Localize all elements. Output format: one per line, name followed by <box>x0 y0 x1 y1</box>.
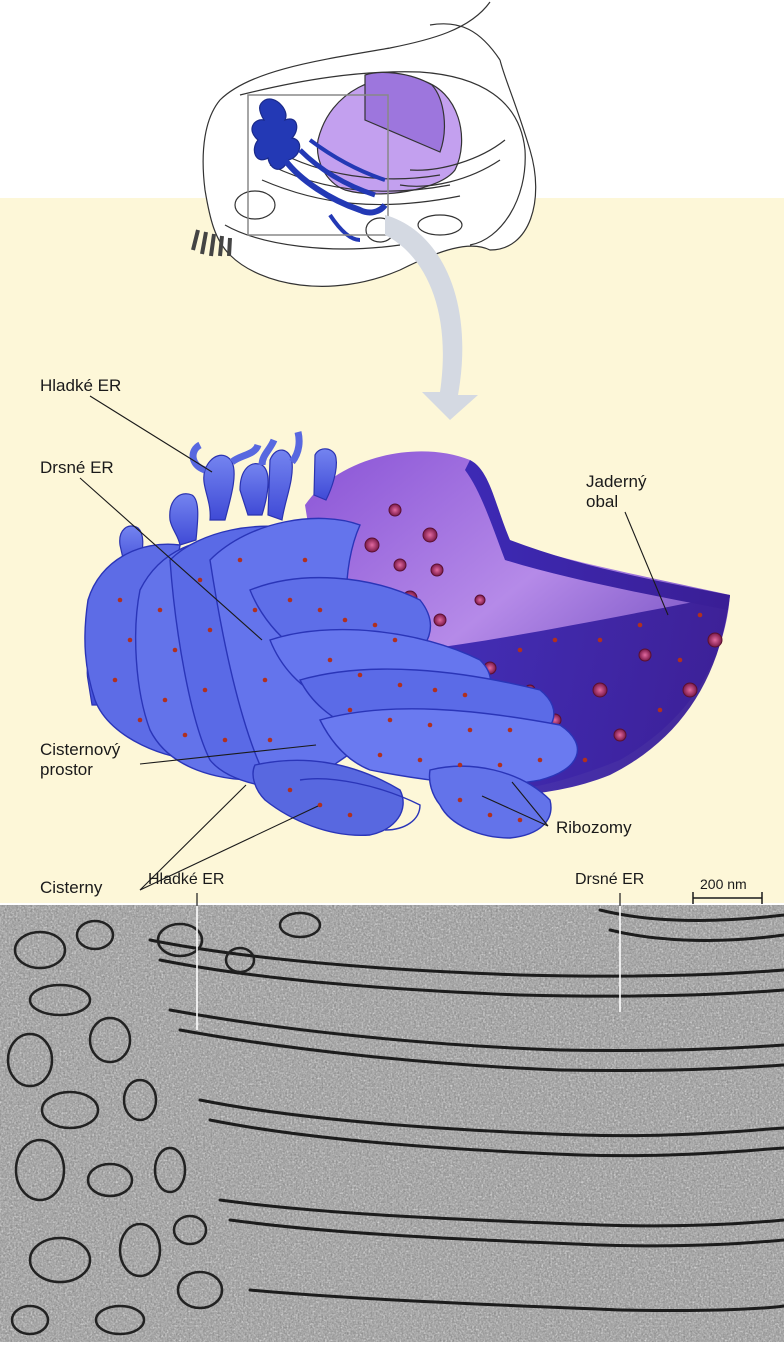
label-micrograph-rough-er: Drsné ER <box>575 870 644 890</box>
label-scale-bar: 200 nm <box>700 874 747 894</box>
label-cisternal-space-line1: Cisternový <box>40 740 120 760</box>
label-smooth-er: Hladké ER <box>40 376 121 396</box>
label-cisternal-space-line2: prostor <box>40 760 120 780</box>
electron-micrograph <box>0 895 784 1342</box>
label-nuclear-envelope: Jaderný obal <box>586 472 646 512</box>
label-nuclear-envelope-line1: Jaderný <box>586 472 646 492</box>
label-cisternal-space: Cisternový prostor <box>40 740 120 780</box>
label-cisternae: Cisterny <box>40 878 102 898</box>
label-rough-er: Drsné ER <box>40 458 114 478</box>
label-micrograph-smooth-er: Hladké ER <box>148 870 224 890</box>
cell-overview-icon <box>193 2 536 286</box>
label-nuclear-envelope-line2: obal <box>586 492 646 512</box>
label-ribosomes: Ribozomy <box>556 818 632 838</box>
